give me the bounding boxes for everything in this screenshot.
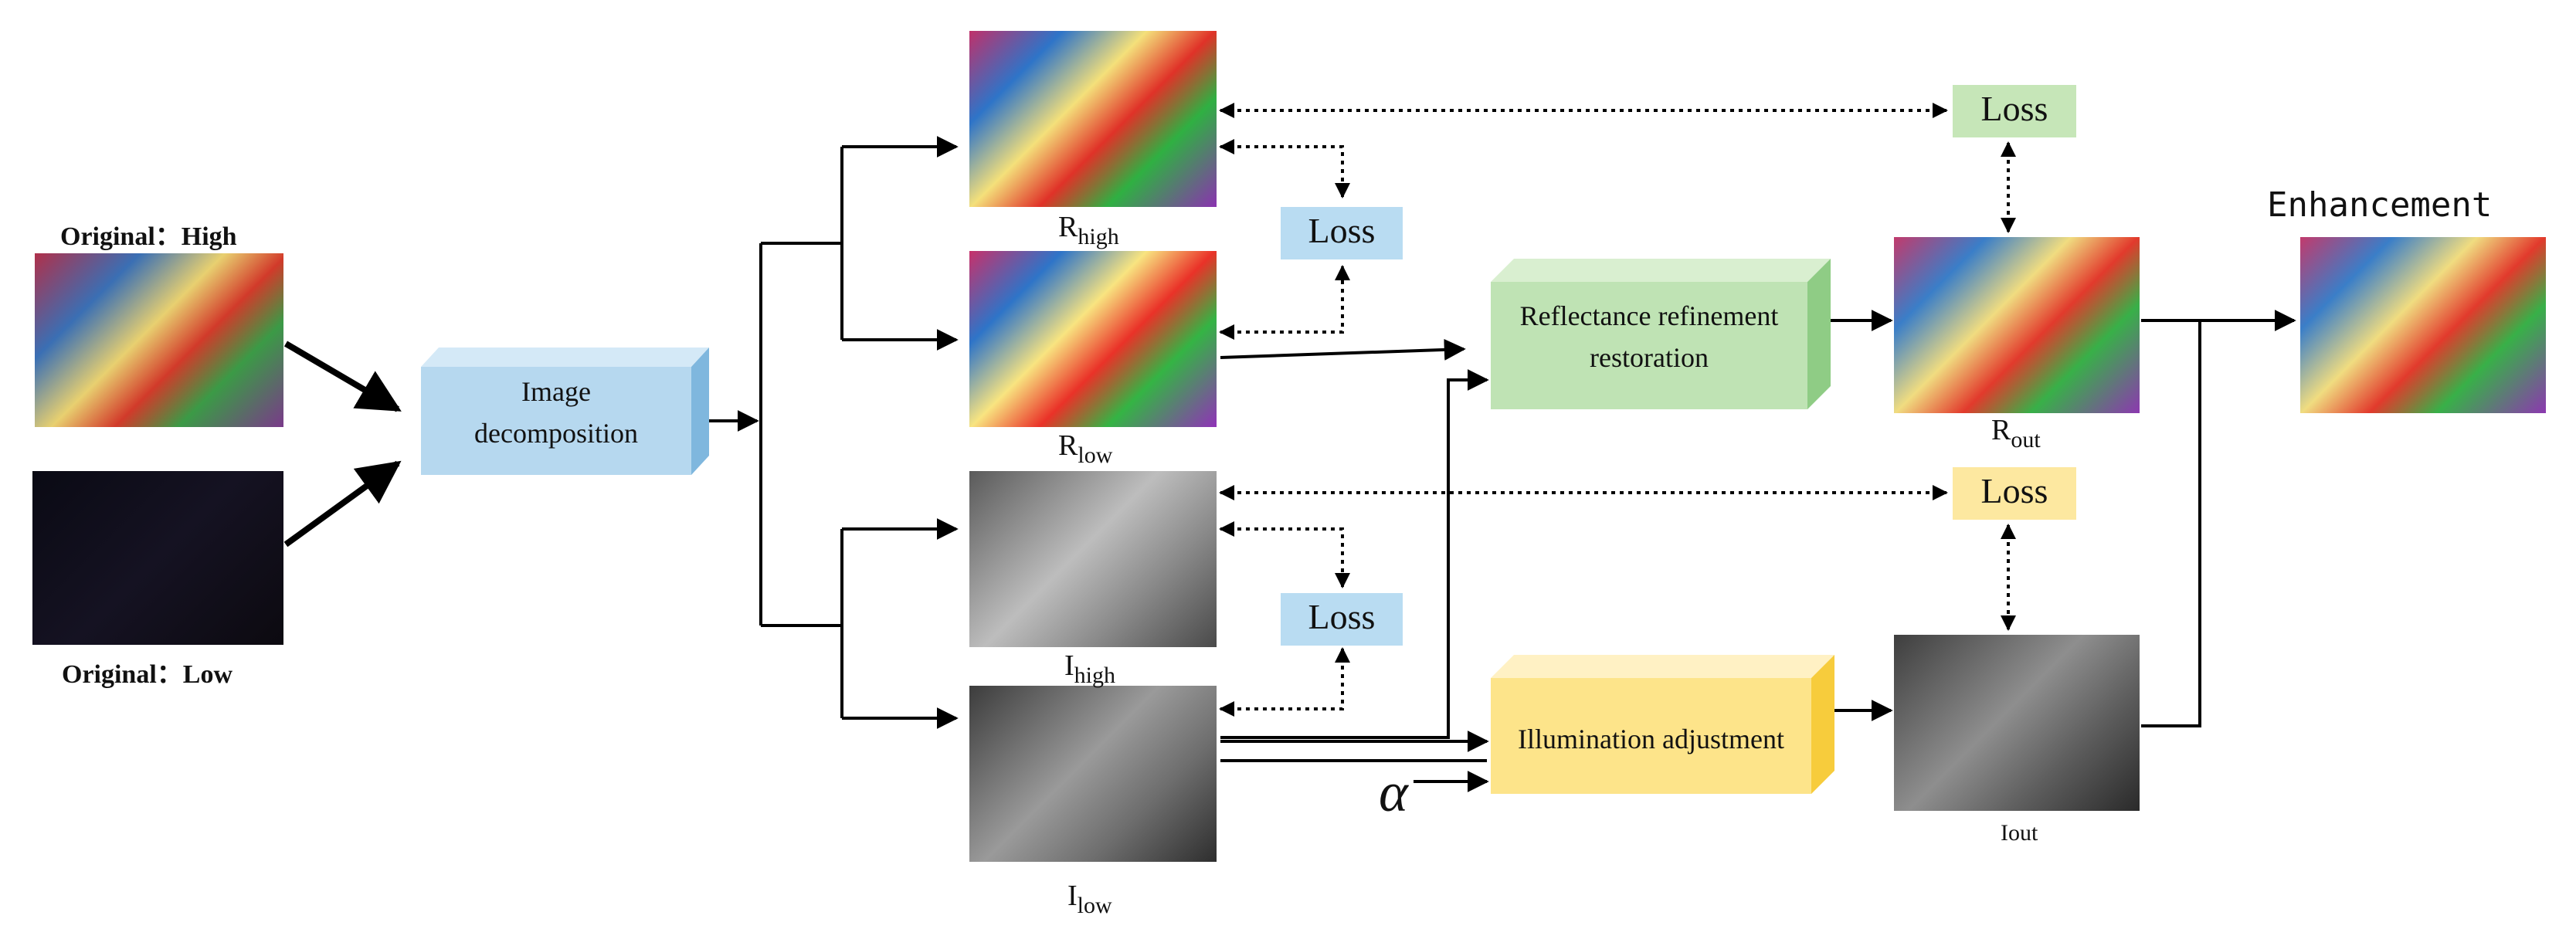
adjustment-label: Illumination adjustment (1518, 724, 1784, 754)
loss-label-reflectance-out: Loss (1980, 89, 2048, 128)
input-high-label: Original：High (60, 222, 237, 251)
adjustment-box (1491, 655, 1834, 794)
i-low-image (969, 686, 1217, 862)
input-low-label: Original：Low (62, 660, 233, 689)
input-low-image (32, 471, 283, 645)
i-high-sub: high (1074, 663, 1115, 688)
r-out-base: R (1991, 414, 2011, 446)
refinement-label: Reflectance refinement restoration (1491, 295, 1807, 378)
i-high-base: I (1064, 649, 1074, 682)
enhancement-label: Enhancement (2267, 185, 2493, 225)
i-out-sub: out (2008, 820, 2038, 846)
dotted-i-low-loss (1219, 647, 1350, 717)
r-out-sub: out (2011, 427, 2041, 453)
decomposition-label-line2: decomposition (474, 418, 638, 449)
decomposition-label-line1: Image (521, 376, 591, 407)
i-low-sub: low (1077, 893, 1112, 918)
loss-box-illumination-out (1953, 467, 2076, 520)
arrow-low-to-decomp (283, 460, 402, 548)
refinement-label-line2: restoration (1590, 342, 1709, 373)
i-out-image (1894, 635, 2140, 811)
dotted-i-high-loss (1219, 521, 1350, 588)
r-low-label: Rlow (1058, 429, 1112, 469)
r-out-label: Rout (1991, 413, 2041, 453)
loss-label-reflectance-pair: Loss (1308, 211, 1376, 250)
input-high-image (35, 253, 283, 427)
loss-box-illumination-pair (1281, 593, 1403, 646)
r-low-sub: low (1078, 442, 1113, 468)
r-low-base: R (1058, 429, 1078, 462)
r-low-image (969, 251, 1217, 427)
arrow-r-low-to-refine (1220, 338, 1466, 361)
enhancement-image (2300, 237, 2546, 413)
i-out-base: I (2001, 820, 2008, 846)
i-high-label: Ihigh (1064, 649, 1115, 689)
refinement-label-line1: Reflectance refinement (1519, 300, 1779, 331)
arrow-i-low-to-refine (1220, 369, 1489, 739)
loss-box-reflectance-out (1953, 85, 2076, 137)
r-high-label: Rhigh (1058, 210, 1119, 250)
dotted-r-high-loss (1219, 139, 1350, 198)
loss-box-reflectance-pair (1281, 207, 1403, 259)
r-high-image (969, 31, 1217, 207)
refinement-box (1491, 259, 1831, 409)
alpha-parameter: α (1379, 761, 1408, 823)
r-high-sub: high (1078, 224, 1119, 249)
dotted-r-low-loss (1219, 265, 1350, 340)
loss-label-illumination-out: Loss (1980, 471, 2048, 510)
i-low-base: I (1067, 880, 1078, 912)
i-out-label: Iout (2001, 820, 2038, 846)
decomposition-label: Image decomposition (421, 371, 691, 454)
r-out-image (1894, 237, 2140, 413)
r-high-base: R (1058, 211, 1078, 243)
line-i-out-to-combine (2141, 320, 2201, 727)
i-low-label: Ilow (1067, 879, 1112, 919)
decomposition-box (421, 348, 709, 475)
arrow-high-to-decomp (283, 341, 402, 412)
i-high-image (969, 471, 1217, 647)
loss-label-illumination-pair: Loss (1308, 597, 1376, 636)
